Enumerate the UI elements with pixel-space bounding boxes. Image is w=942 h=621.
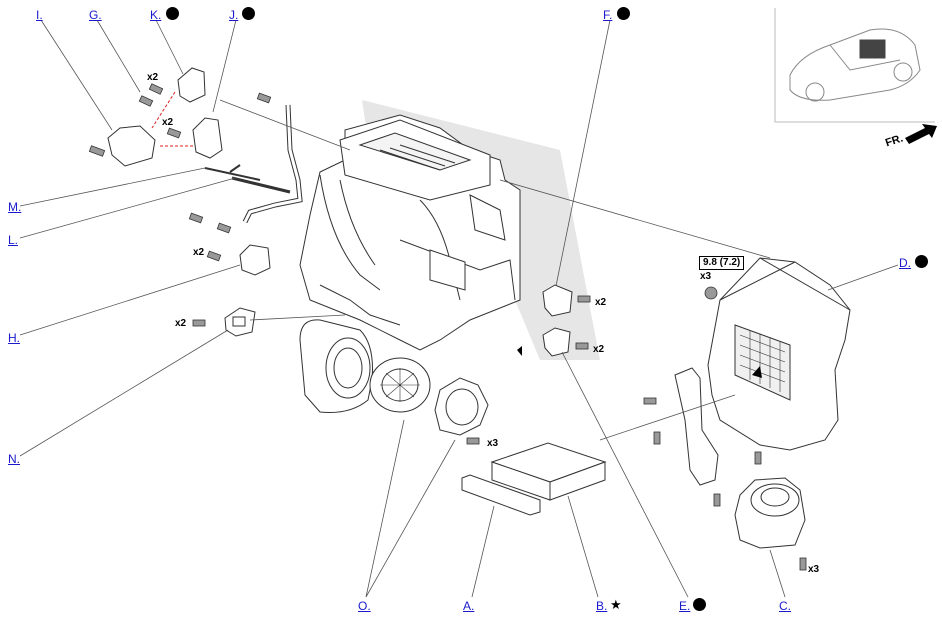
black-dot-icon [693,598,706,611]
actuator-k [177,67,206,103]
callout-j[interactable]: J. [229,8,239,22]
blower-housing-right [707,257,851,451]
actuator-j [192,117,223,159]
pointer-arrows [517,346,762,378]
bolts [88,83,807,571]
callout-c[interactable]: C. [779,599,791,613]
callout-b[interactable]: B. [596,599,608,613]
star-icon: ★ [610,598,622,613]
actuator-e [542,327,571,357]
callout-g[interactable]: G. [89,8,102,22]
black-dot-icon [166,7,179,20]
callout-m[interactable]: M. [8,200,22,214]
blower-fan [369,357,431,413]
hvac-housing [299,114,521,351]
black-dot-icon [617,7,630,20]
qty-label: x2 [147,72,159,83]
qty-label: x2 [593,344,605,355]
motor-cover [434,377,489,436]
sensor-l [231,176,291,194]
qty-label: x2 [193,247,205,258]
qty-label: x2 [162,117,174,128]
leader-lines [19,19,899,598]
qty-label: x2 [175,318,187,329]
actuator-n [224,307,256,337]
callout-a[interactable]: A. [463,599,475,613]
callout-d[interactable]: D. [899,256,911,270]
qty-label: x3 [808,564,820,575]
blower-case-left [299,319,373,413]
black-dot-icon [915,255,928,268]
vehicle-locator-inset [774,8,935,123]
callout-i[interactable]: I. [36,8,43,22]
callout-e[interactable]: E. [679,599,691,613]
front-arrow [905,124,937,144]
actuator-i [107,125,156,167]
callout-k[interactable]: K. [150,8,162,22]
filter-element [490,442,607,501]
actuator-h [239,244,271,276]
torque-spec: 9.8 (7.2) [699,256,745,270]
duct-bracket [674,367,719,486]
callout-f[interactable]: F. [603,8,613,22]
callout-h[interactable]: H. [8,331,20,345]
qty-label: x3 [700,271,712,282]
blower-motor-right [734,477,806,549]
qty-label: x3 [487,438,499,449]
actuator-f [542,284,573,317]
guide-arrows [151,91,193,147]
callout-n[interactable]: N. [8,452,20,466]
callout-o[interactable]: O. [358,599,371,613]
qty-label: x2 [595,297,607,308]
callout-l[interactable]: L. [8,233,19,247]
sensor-m [204,164,261,181]
black-dot-icon [242,7,255,20]
filter-cover [461,474,541,516]
